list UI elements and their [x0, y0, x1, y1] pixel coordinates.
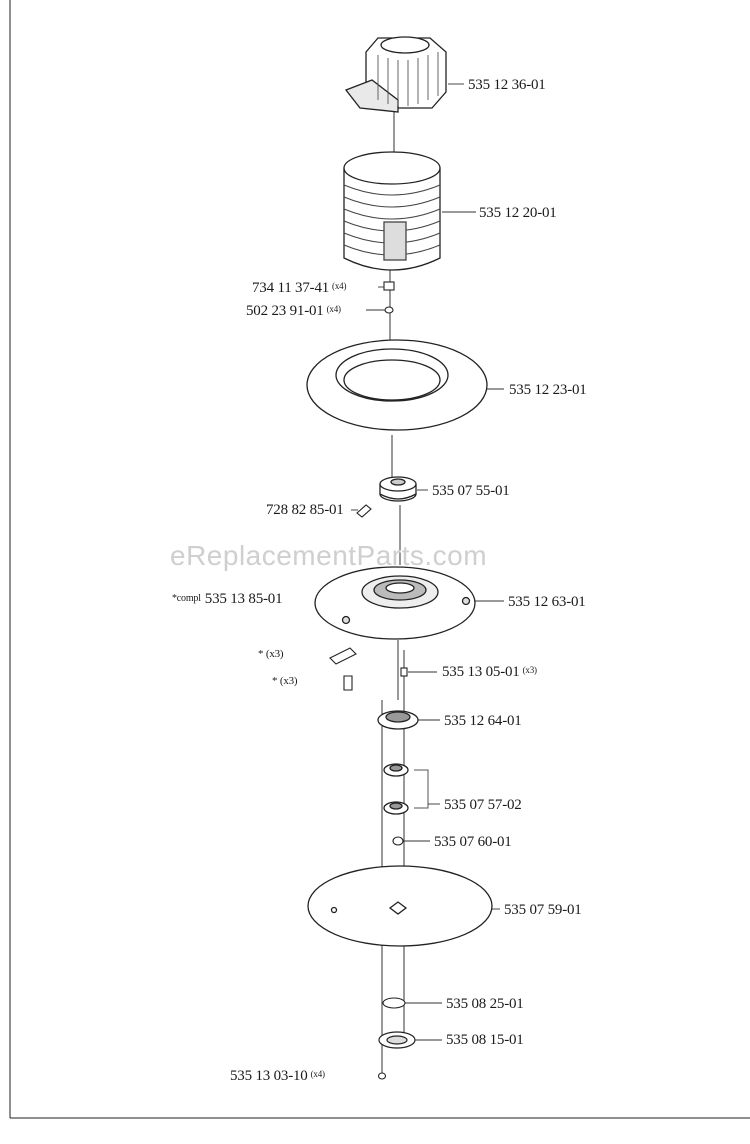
screw-535-13-03: [377, 1072, 387, 1080]
leader-lines: [351, 83, 504, 1041]
drum-cylinder: [343, 151, 441, 271]
label-part-12: 535 13 05-01(x3): [442, 664, 537, 680]
label-part-1: 535 12 36-01: [468, 77, 546, 93]
part-535-08-25: [382, 997, 406, 1009]
label-part-7: 728 82 85-01: [266, 502, 344, 518]
washer-535-07-60: [392, 836, 404, 846]
label-part-18: 535 08 15-01: [446, 1032, 524, 1048]
label-part-16: 535 07 59-01: [504, 902, 582, 918]
disc-assembly: [314, 566, 476, 640]
label-part-6: 535 07 55-01: [432, 483, 510, 499]
label-part-10: * (x3): [258, 648, 284, 660]
bolt-728: [356, 504, 372, 518]
hub-part: [379, 476, 417, 502]
bearing-ring: [377, 710, 419, 730]
flange-ring: [306, 339, 488, 431]
watermark: eReplacementParts.com: [170, 540, 488, 571]
label-part-3: 734 11 37-41(x4): [252, 280, 347, 296]
label-part-19: 535 13 03-10(x4): [230, 1068, 325, 1084]
label-part-9: 535 12 63-01: [508, 594, 586, 610]
label-part-17: 535 08 25-01: [446, 996, 524, 1012]
label-part-2: 535 12 20-01: [479, 205, 557, 221]
nuts-pair: [383, 763, 429, 815]
cup-535-08-15: [378, 1031, 416, 1049]
label-part-5: 535 12 23-01: [509, 382, 587, 398]
label-part-14: 535 07 57-02: [444, 797, 522, 813]
starter-housing: [344, 36, 447, 113]
pin-535-13-05: [400, 667, 408, 677]
small-clips: [329, 647, 357, 691]
label-part-4: 502 23 91-01(x4): [246, 303, 341, 319]
label-part-13: 535 12 64-01: [444, 713, 522, 729]
label-part-11: * (x3): [272, 675, 298, 687]
flat-disc: [307, 865, 493, 947]
label-part-15: 535 07 60-01: [434, 834, 512, 850]
screw-734: [383, 281, 395, 314]
